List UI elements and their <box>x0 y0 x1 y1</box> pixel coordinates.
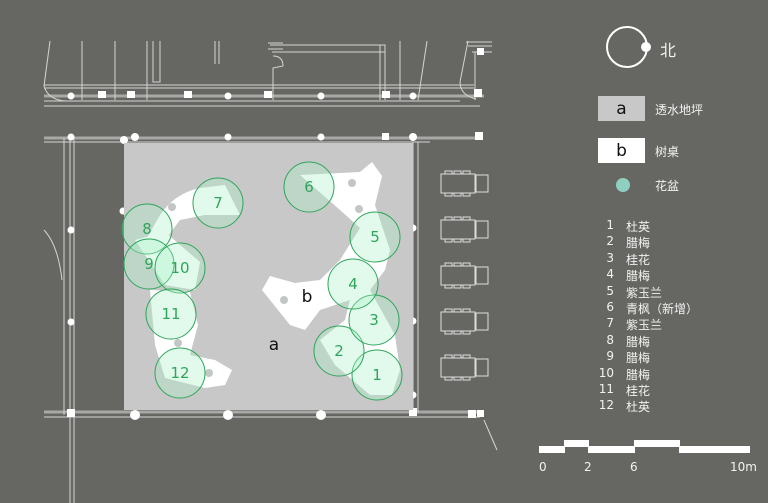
tree-list-number: 1 <box>606 218 614 232</box>
tree-canopy-7 <box>192 177 244 229</box>
tree-list-number: 11 <box>598 382 614 396</box>
tree-number: 1 <box>372 366 382 384</box>
tree-canopy-1 <box>351 349 403 401</box>
legend-label-b: 树桌 <box>655 145 680 159</box>
tree-canopy-6 <box>283 161 335 213</box>
tree-list-number: 6 <box>606 300 614 314</box>
tree-number: 4 <box>348 275 358 293</box>
tree-number: 6 <box>304 178 314 196</box>
tree-list-name: 腊梅 <box>626 236 651 251</box>
tree-list-name: 桂花 <box>626 384 651 398</box>
zone-a-label: a <box>268 335 280 355</box>
zone-b-label: b <box>301 287 313 307</box>
scale-label-6: 6 <box>630 460 638 474</box>
tree-canopy-11 <box>145 288 197 340</box>
scale-bar <box>539 440 750 453</box>
legend-label-flowerpot: 花盆 <box>655 179 680 193</box>
tree-list-number: 5 <box>606 283 614 298</box>
tree-list-number: 12 <box>598 398 614 413</box>
tree-list-name: 紫玉兰 <box>626 318 663 333</box>
flower-pots <box>168 179 363 377</box>
tree-canopy-2 <box>313 325 365 377</box>
tree-number: 10 <box>170 259 190 277</box>
legend-swatch-a: a <box>598 96 645 121</box>
tree-list-name: 腊梅 <box>626 367 651 382</box>
tree-number: 11 <box>161 305 181 323</box>
tree-number: 2 <box>334 342 344 360</box>
tree-list-number: 10 <box>598 365 614 380</box>
tree-list-name: 桂花 <box>626 252 651 267</box>
tree-list-number: 3 <box>606 250 614 265</box>
tree-list-number: 8 <box>606 332 614 347</box>
tree-list-name: 腊梅 <box>626 351 651 366</box>
legend-label-a: 透水地坪 <box>655 103 704 117</box>
scale-label-0: 0 <box>539 460 547 474</box>
tree-list-name: 腊梅 <box>626 334 651 349</box>
scale-label-10m: 10m <box>730 460 757 474</box>
north-label: 北 <box>660 41 677 60</box>
tree-list-number: 7 <box>606 316 614 331</box>
tree-number: 7 <box>213 194 223 212</box>
tree-number: 9 <box>144 255 154 273</box>
tree-list-name: 紫玉兰 <box>626 285 663 300</box>
tree-number: 5 <box>370 228 380 246</box>
scale-label-2: 2 <box>584 460 592 474</box>
tree-list-name: 腊梅 <box>626 269 651 284</box>
tree-canopy-5 <box>349 211 401 263</box>
tree-canopy-4 <box>327 258 379 310</box>
tables <box>440 170 489 381</box>
tree-list-name: 杜英 <box>626 400 651 415</box>
tree-number: 8 <box>142 220 152 238</box>
tree-canopy-10 <box>154 242 206 294</box>
tree-number: 3 <box>369 311 379 329</box>
tree-list-number: 4 <box>606 267 614 282</box>
tree-list-number: 9 <box>606 349 614 364</box>
flower-pot-legend-icon <box>616 178 630 192</box>
legend-swatch-b: b <box>598 138 645 163</box>
tree-list-name: 青枫（新增） <box>626 302 699 316</box>
tree-canopy-12 <box>154 347 206 399</box>
tree-list-name: 杜英 <box>626 220 651 234</box>
tree-tables <box>135 162 400 395</box>
building-outline <box>43 40 498 503</box>
tree-list-number: 2 <box>606 234 614 249</box>
tree-number: 12 <box>170 364 190 382</box>
